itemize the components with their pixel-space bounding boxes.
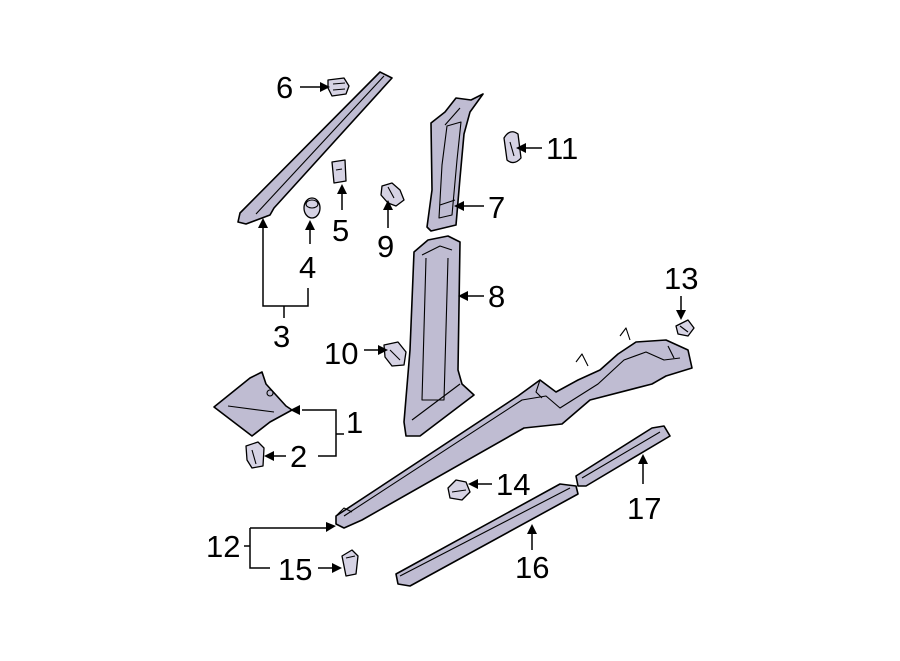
callout-4: 4 — [299, 250, 316, 285]
part-rear-scuff-plate — [575, 425, 671, 487]
part-clip-2 — [245, 441, 265, 469]
part-cowl-side-panel — [213, 371, 293, 437]
part-plug-15 — [341, 549, 359, 577]
callout-15: 15 — [278, 552, 312, 587]
part-clip-9 — [380, 182, 405, 207]
part-retainer-14 — [447, 479, 471, 501]
part-handle-11 — [503, 131, 522, 164]
callout-16: 16 — [515, 550, 549, 585]
part-upper-b-pillar-trim — [426, 93, 484, 232]
callout-2: 2 — [290, 439, 307, 474]
callout-12: 12 — [206, 529, 240, 564]
callout-10: 10 — [324, 336, 358, 371]
callout-14: 14 — [496, 467, 530, 502]
callout-13: 13 — [664, 261, 698, 296]
callout-7: 7 — [488, 190, 505, 225]
callout-3: 3 — [273, 319, 290, 354]
part-lower-b-pillar-trim — [403, 235, 475, 437]
part-clip-13 — [675, 319, 695, 337]
part-grommet-4 — [303, 197, 321, 219]
leader-lines — [244, 82, 686, 573]
part-front-scuff-plate — [395, 483, 579, 587]
callout-9: 9 — [377, 229, 394, 264]
callout-labels: 6 5 4 3 9 7 11 8 10 13 1 2 14 12 15 16 1… — [206, 70, 698, 587]
part-sill-trim — [335, 327, 693, 529]
part-clip-10 — [383, 341, 407, 367]
part-clip-6 — [327, 77, 350, 97]
part-retainer-5 — [331, 159, 347, 184]
callout-1: 1 — [346, 405, 363, 440]
callout-11: 11 — [546, 131, 578, 166]
callout-5: 5 — [332, 213, 349, 248]
part-a-pillar-trim — [237, 71, 393, 225]
callout-6: 6 — [276, 70, 293, 105]
callout-8: 8 — [488, 279, 505, 314]
callout-17: 17 — [627, 491, 661, 526]
